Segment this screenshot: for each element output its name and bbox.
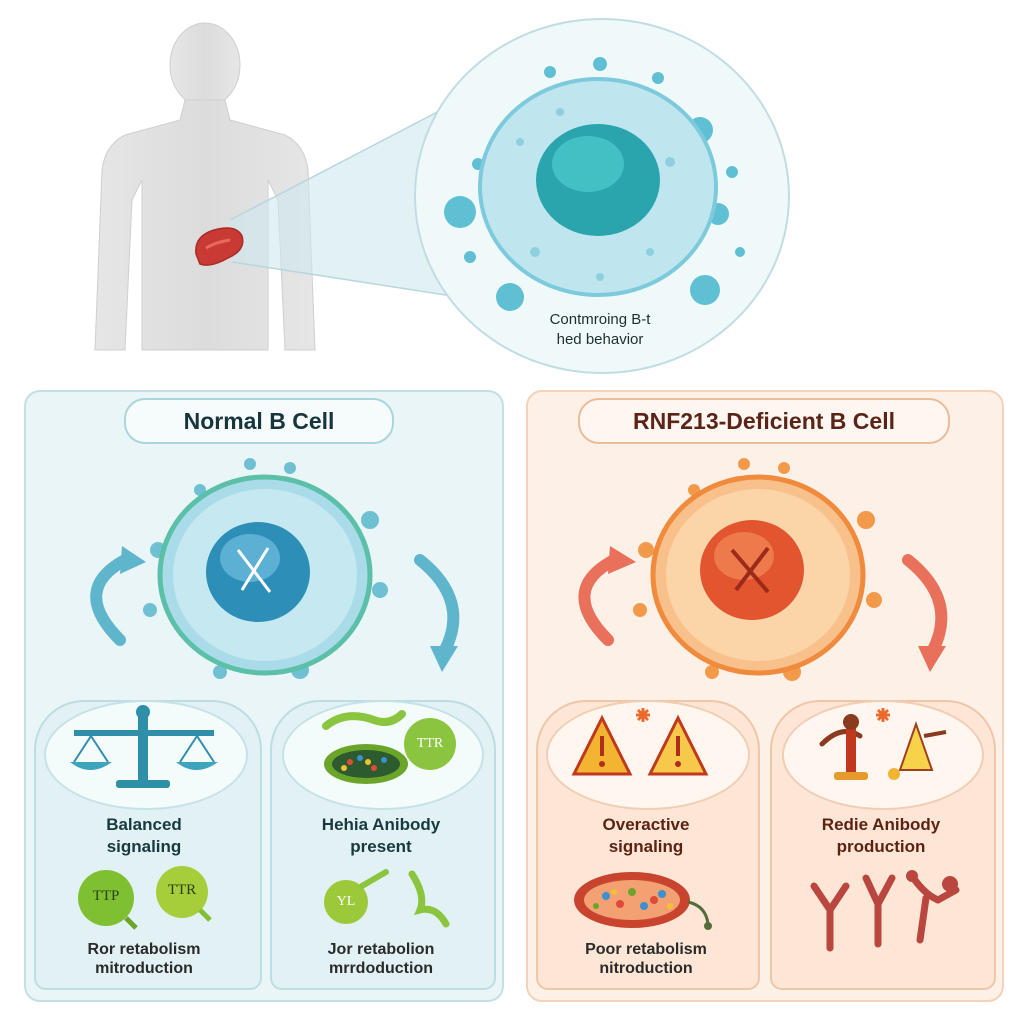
left-box2-caption-line1: Jor retabolion (327, 941, 435, 958)
antibody-present-line1: Hehia Anibody (321, 815, 441, 834)
overactive-signaling-label: Overactive signaling (546, 814, 746, 858)
zoom-caption: Contmroing B-t hed behavior (490, 310, 710, 350)
ttp-ttr-molecules (78, 866, 212, 930)
rnf213-deficient-cell-illustration (578, 458, 948, 681)
warning-triangles-icon (571, 708, 709, 776)
left-box2-caption: Jor retabolion mrrdoduction (282, 940, 480, 978)
yl-badge: YL (336, 894, 356, 909)
ttr-badge-left: TTR (167, 882, 197, 898)
left-box1-caption: Ror retabolism mitroduction (44, 940, 244, 978)
green-antibody-icons (324, 869, 450, 928)
antibody-present-line2: present (350, 837, 412, 856)
balanced-signaling-label: Balanced signaling (44, 814, 244, 858)
antibody-present-label: Hehia Anibody present (282, 814, 480, 858)
rnf213-deficient-title: RNF213-Deficient B Cell (578, 398, 950, 444)
red-antibodies-icon (810, 870, 960, 952)
overactive-signaling-icon-bg (546, 700, 750, 810)
spleen-organ (195, 227, 244, 266)
right-box1-caption-line2: nitroduction (599, 960, 693, 977)
balanced-signaling-line1: Balanced (106, 815, 182, 834)
ttr-badge-right: TTR (416, 736, 444, 751)
damaged-mitochondria-icon (574, 872, 712, 930)
right-box1-caption: Poor retabolism nitroduction (546, 940, 746, 978)
normal-b-cell-illustration (90, 458, 460, 679)
overactive-signaling-line1: Overactive (602, 815, 690, 834)
right-box1-caption-line1: Poor retabolism (585, 941, 707, 958)
zoom-caption-line1: Contmroing B-t (549, 311, 651, 328)
overactive-signaling-symbols-icon (819, 708, 947, 780)
ttp-badge: TTP (92, 888, 120, 904)
left-box1-caption-line2: mitroduction (95, 960, 193, 977)
normal-b-cell-title: Normal B Cell (124, 398, 394, 444)
left-box1-caption-line1: Ror retabolism (87, 941, 201, 958)
left-box2-caption-line2: mrrdoduction (329, 960, 433, 977)
antibody-production-line2: production (836, 837, 926, 856)
human-silhouette (94, 22, 316, 351)
zoomed-b-cell (444, 57, 745, 311)
balanced-signaling-line2: signaling (106, 837, 182, 856)
mitochondria-icon (322, 710, 456, 784)
zoom-caption-line2: hed behavior (556, 331, 644, 348)
antibody-production-line1: Redie Anibody (821, 815, 941, 834)
balance-scale-icon (70, 705, 218, 788)
overactive-signaling-line2: signaling (608, 837, 684, 856)
antibody-production-label: Redie Anibody production (782, 814, 980, 858)
zoom-cone (229, 94, 479, 301)
